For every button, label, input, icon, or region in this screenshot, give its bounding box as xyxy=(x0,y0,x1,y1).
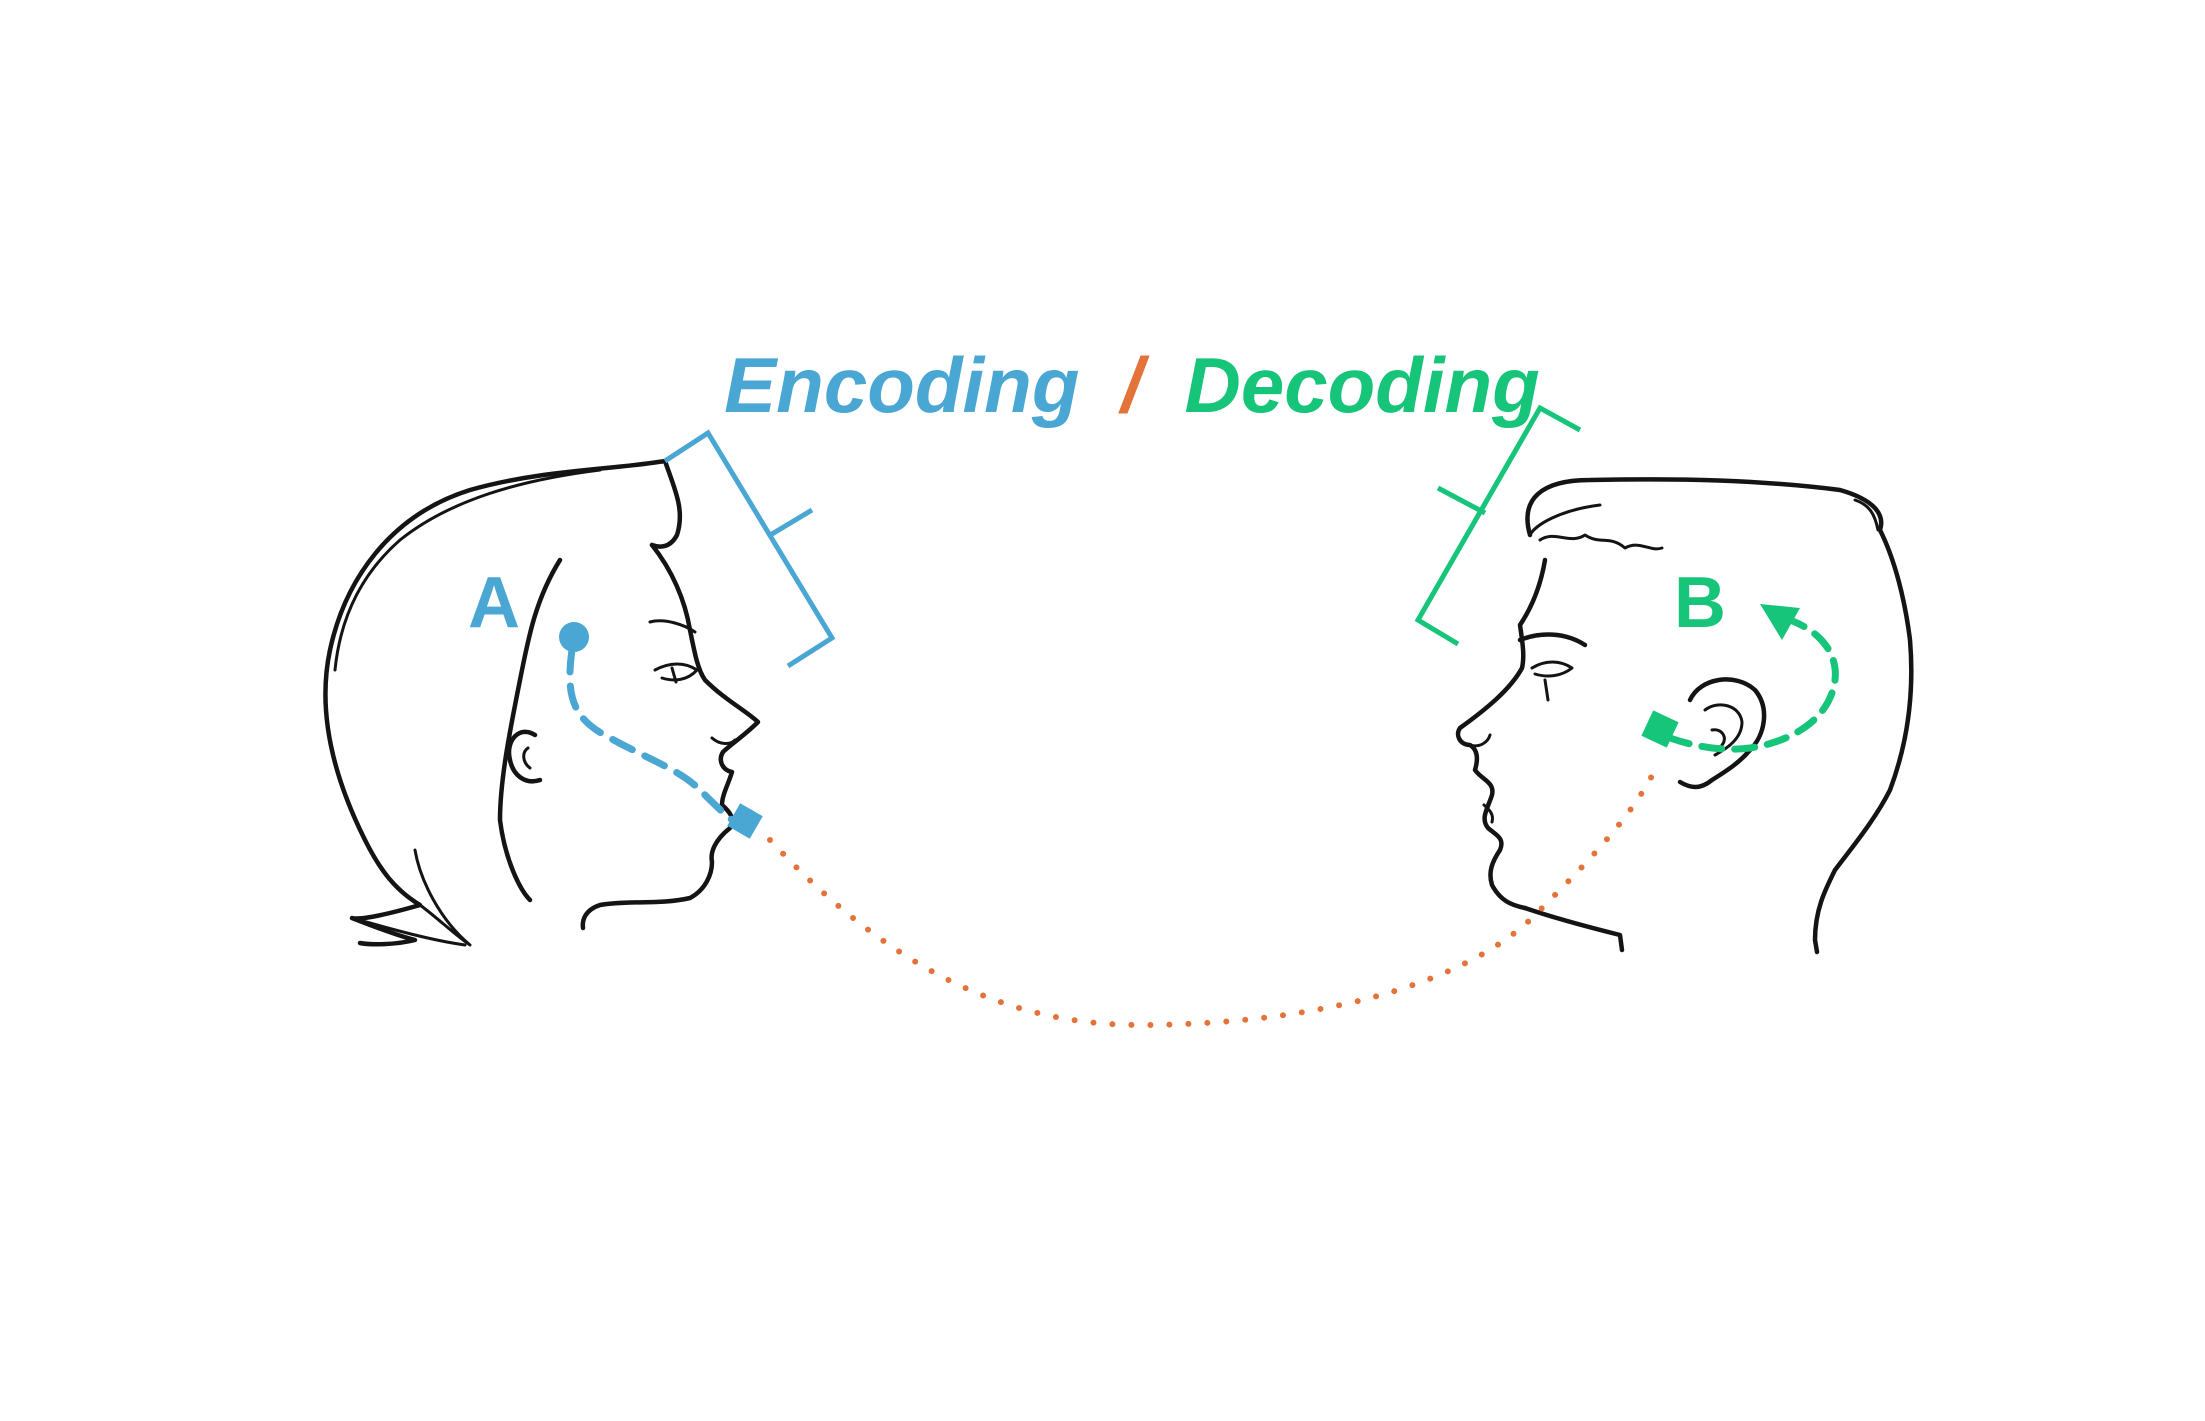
diagram-title: Encoding / Decoding xyxy=(724,341,1540,429)
listener-label: B xyxy=(1674,563,1726,643)
speaker-label: A xyxy=(468,563,520,643)
woman-head-profile-icon xyxy=(323,458,761,947)
decoding-path xyxy=(1641,604,1839,753)
mouth-emitter-square xyxy=(727,803,763,839)
title-decoding: Decoding xyxy=(1184,341,1539,429)
brain-origin-dot xyxy=(559,622,589,652)
title-separator: / xyxy=(1118,341,1150,429)
decoding-bracket xyxy=(1414,404,1582,647)
title-encoding: Encoding xyxy=(724,341,1079,429)
transmission-channel xyxy=(767,767,1658,1029)
encoding-path xyxy=(559,622,763,839)
man-head-profile-icon xyxy=(1455,477,1914,955)
decoding-arrowhead-icon xyxy=(1760,604,1800,640)
encoding-bracket xyxy=(663,429,836,669)
